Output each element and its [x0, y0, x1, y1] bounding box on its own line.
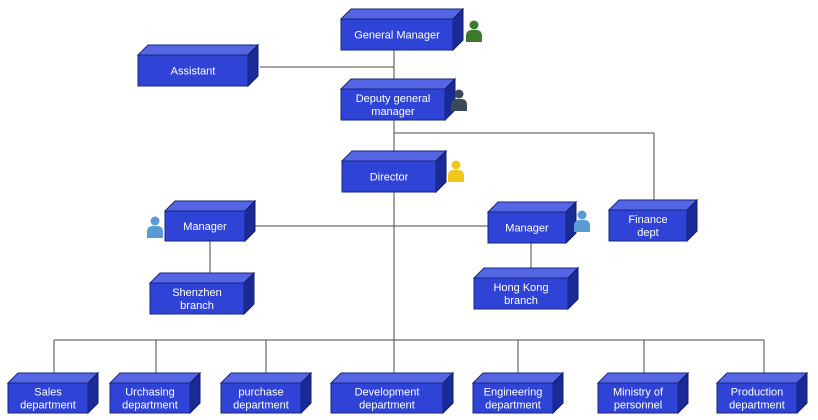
- sales-department-label: department: [20, 400, 76, 412]
- box-top-face: [607, 199, 699, 211]
- finance-dept-label: Finance: [628, 214, 667, 226]
- box-front-face: [340, 88, 446, 121]
- box-front-face: [597, 382, 679, 414]
- box-top-face: [219, 372, 313, 384]
- finance-dept-label: dept: [637, 227, 658, 239]
- sales-department-label: Sales: [34, 387, 62, 399]
- general-manager-box: General Manager: [339, 7, 465, 52]
- manager-left-box: Manager: [163, 199, 257, 243]
- ministry-of-personnel-label: personnel: [614, 400, 662, 412]
- box-front-face: [330, 382, 444, 414]
- production-department-label: Production: [731, 387, 784, 399]
- connector-lines: [53, 50, 765, 374]
- person-icon: [147, 216, 163, 238]
- shenzhen-branch-label: branch: [180, 300, 214, 312]
- box-front-face: [341, 160, 437, 193]
- ministry-of-personnel-label: Ministry of: [613, 387, 664, 399]
- box-front-face: [220, 382, 302, 414]
- box-front-face: [109, 382, 191, 414]
- manager-right-box: Manager: [486, 200, 578, 245]
- box-front-face: [340, 18, 454, 51]
- urchasing-department-label: Urchasing: [125, 387, 175, 399]
- box-top-face: [715, 372, 809, 384]
- box-top-face: [471, 372, 565, 384]
- hong-kong-branch-label: branch: [504, 295, 538, 307]
- manager-right-label: Manager: [505, 223, 549, 235]
- production-department-label: department: [729, 400, 785, 412]
- person-icon: [451, 89, 467, 111]
- purchase-department-label: department: [233, 400, 289, 412]
- urchasing-department-label: department: [122, 400, 178, 412]
- purchase-department-label: purchase: [238, 387, 283, 399]
- box-top-face: [486, 201, 578, 213]
- box-front-face: [149, 282, 245, 315]
- box-top-face: [339, 78, 457, 90]
- box-top-face: [108, 372, 202, 384]
- person-icon: [448, 160, 464, 182]
- box-front-face: [164, 210, 246, 242]
- box-top-face: [163, 200, 257, 212]
- box-front-face: [472, 382, 554, 414]
- deputy-general-manager-label: Deputy general: [356, 93, 431, 105]
- person-icon: [466, 20, 482, 42]
- engineering-department-label: Engineering: [484, 387, 543, 399]
- development-department-label: Development: [355, 387, 420, 399]
- box-front-face: [716, 382, 798, 414]
- person-icons: [147, 20, 590, 238]
- director-box: Director: [340, 149, 448, 194]
- general-manager-label: General Manager: [354, 30, 440, 42]
- development-department-label: department: [359, 400, 415, 412]
- box-front-face: [608, 209, 688, 242]
- engineering-department-label: department: [485, 400, 541, 412]
- deputy-general-manager-label: manager: [371, 106, 415, 118]
- manager-left-label: Manager: [183, 221, 227, 233]
- hong-kong-branch-label: Hong Kong: [493, 282, 548, 294]
- assistant-box: Assistant: [136, 43, 260, 88]
- box-top-face: [136, 44, 260, 56]
- box-front-face: [7, 382, 89, 414]
- box-top-face: [339, 8, 465, 20]
- person-icon: [574, 210, 590, 232]
- box-top-face: [329, 372, 455, 384]
- director-label: Director: [370, 172, 409, 184]
- box-front-face: [473, 277, 569, 310]
- box-front-face: [487, 211, 567, 244]
- box-top-face: [340, 150, 448, 162]
- box-top-face: [6, 372, 100, 384]
- box-top-face: [148, 272, 256, 284]
- box-front-face: [137, 54, 249, 87]
- shenzhen-branch-label: Shenzhen: [172, 287, 222, 299]
- box-top-face: [596, 372, 690, 384]
- assistant-label: Assistant: [171, 66, 216, 78]
- box-top-face: [472, 267, 580, 279]
